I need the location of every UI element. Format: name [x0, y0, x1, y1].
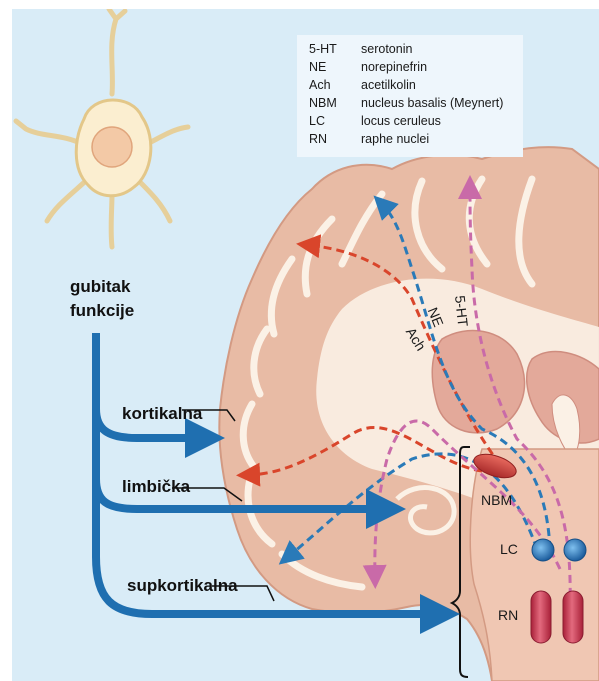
legend-name: locus ceruleus: [361, 114, 441, 128]
label-pathway-5ht: 5-HT: [452, 295, 471, 328]
lc-nucleus-left: [532, 539, 554, 561]
heading-line2: funkcije: [70, 301, 134, 321]
label-lc: LC: [500, 541, 518, 557]
legend-abbr: NE: [309, 59, 361, 76]
legend-name: norepinefrin: [361, 60, 427, 74]
label-rn: RN: [498, 607, 518, 623]
label-cortical: kortikalna: [122, 404, 202, 424]
legend-name: nucleus basalis (Meynert): [361, 96, 503, 110]
label-nbm: NBM: [481, 492, 512, 508]
rn-nucleus-right: [563, 591, 583, 643]
legend-abbr: LC: [309, 113, 361, 130]
neuron-illustration: [16, 9, 188, 247]
label-limbic: limbička: [122, 477, 190, 497]
heading-line1: gubitak: [70, 277, 130, 297]
legend-name: serotonin: [361, 42, 412, 56]
legend-name: raphe nuclei: [361, 132, 429, 146]
legend-abbr: NBM: [309, 95, 361, 112]
rn-nucleus-left: [531, 591, 551, 643]
legend-name: acetilkolin: [361, 78, 416, 92]
legend-abbr: RN: [309, 131, 361, 148]
legend-abbr: Ach: [309, 77, 361, 94]
label-subcortical: supkortikalna: [127, 576, 238, 596]
lc-nucleus-right: [564, 539, 586, 561]
legend-abbr: 5-HT: [309, 41, 361, 58]
